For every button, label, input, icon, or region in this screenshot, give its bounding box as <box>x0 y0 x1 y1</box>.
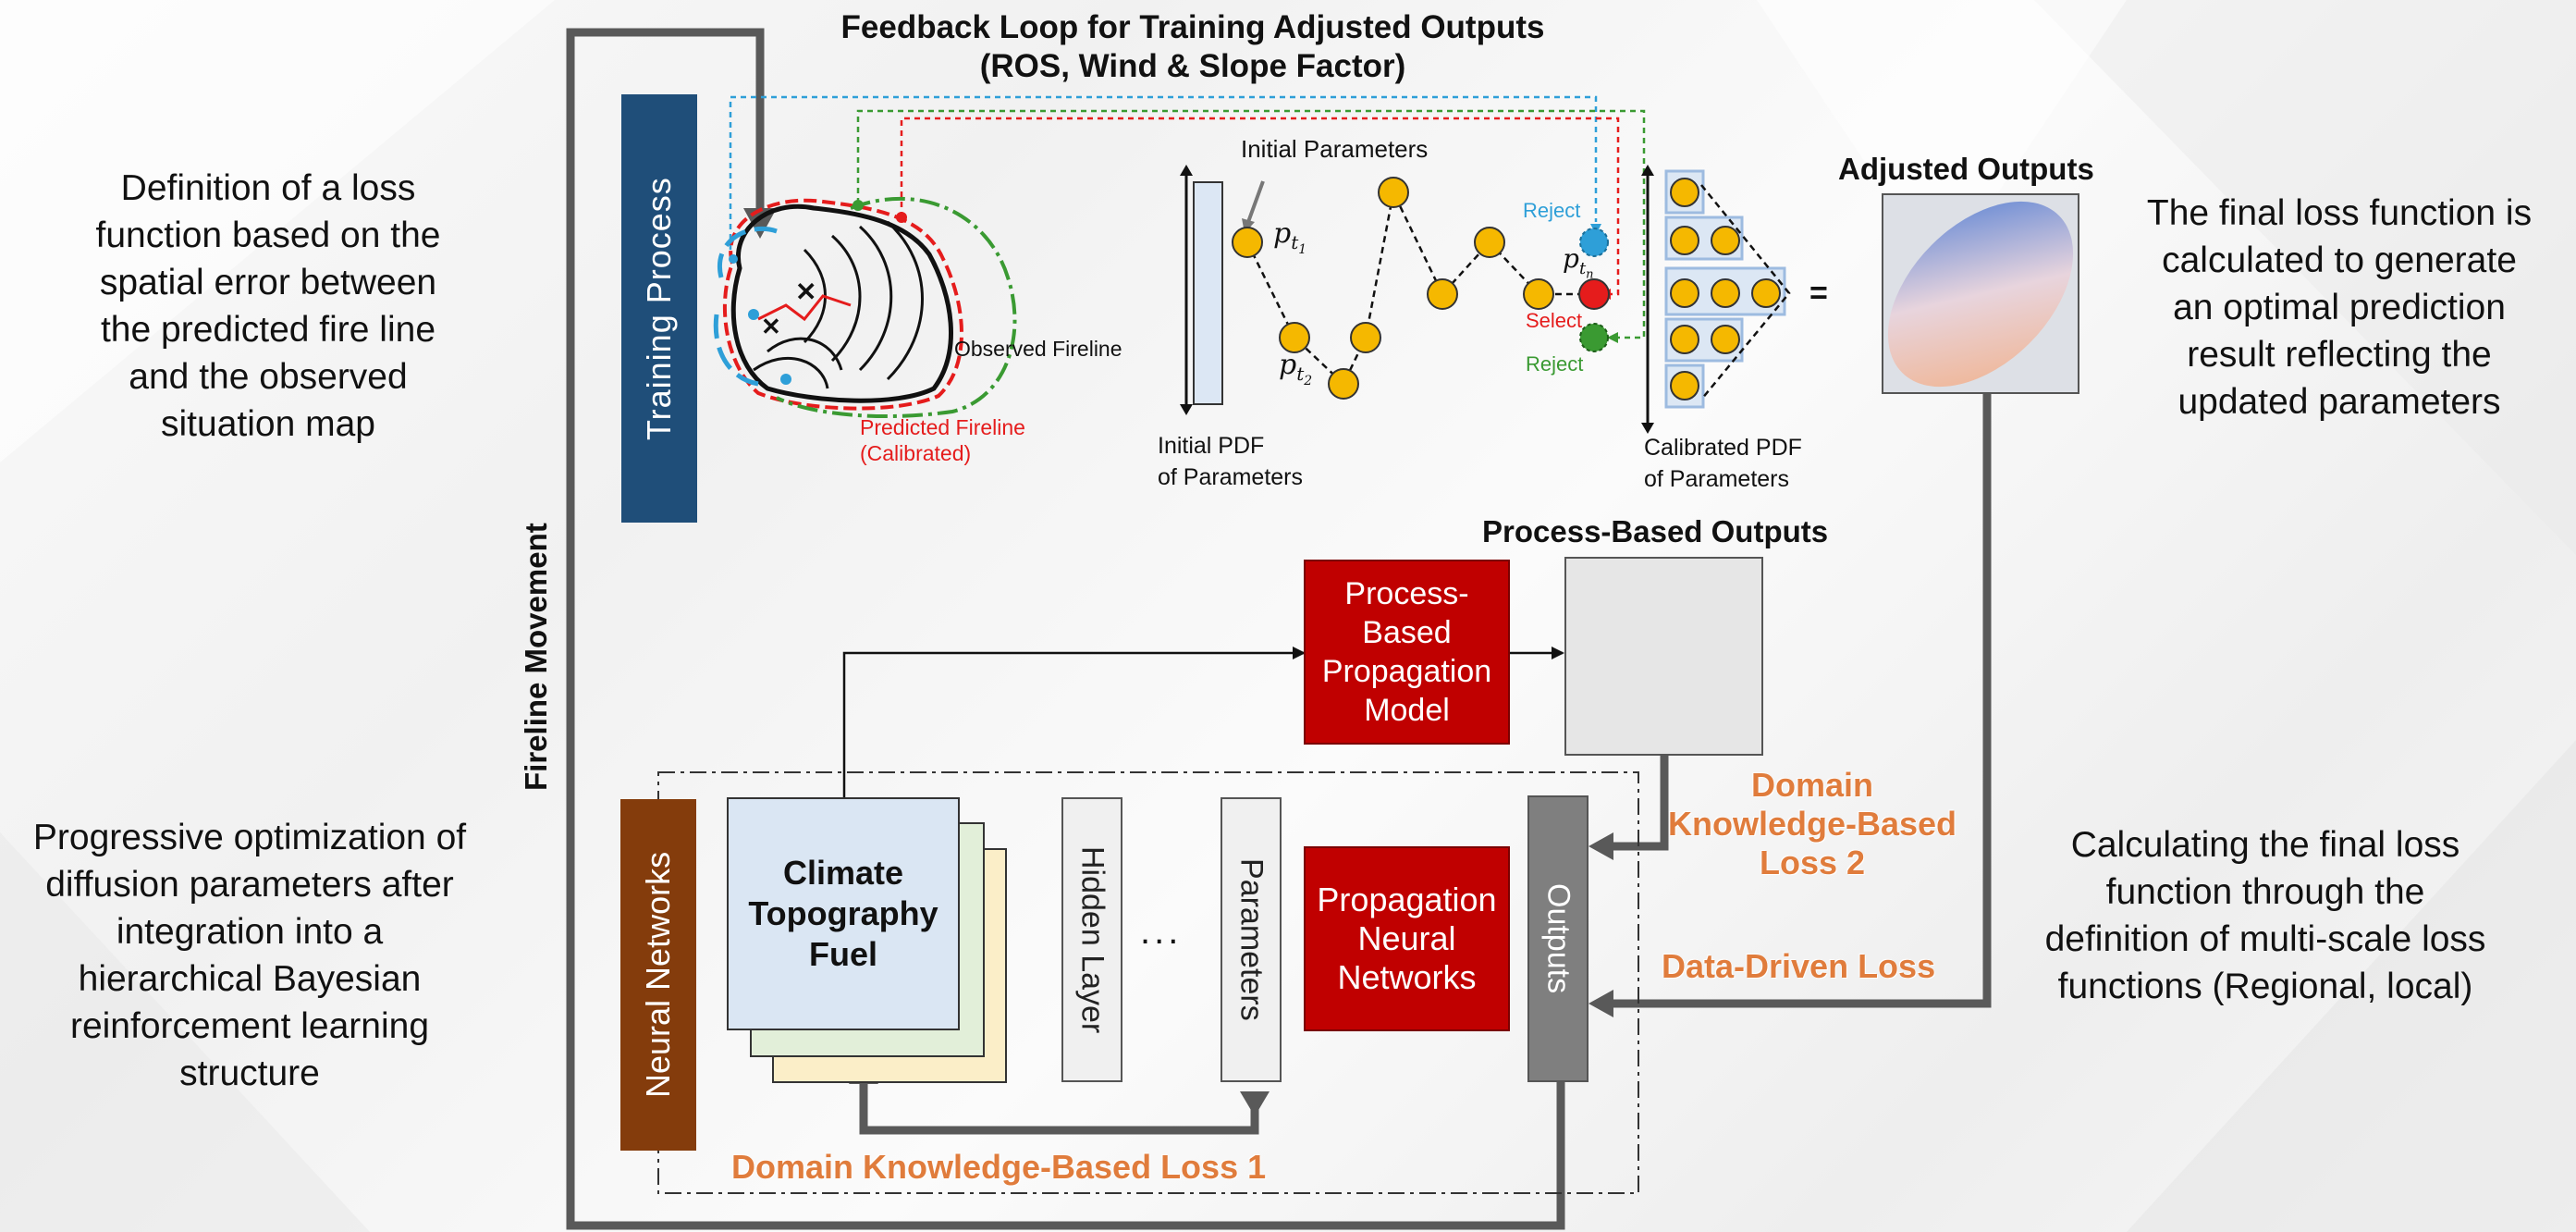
initial-parameters-label: Initial Parameters <box>1241 135 1429 163</box>
domain-knowledge-loss-2-label: Domain Knowledge-Based Loss 2 <box>1667 766 1957 881</box>
right-top-description: The final loss function is calculated to… <box>2146 193 2533 422</box>
adjusted-outputs-title: Adjusted Outputs <box>1838 152 2094 186</box>
parameter-chain-nodes <box>1232 177 1554 400</box>
outputs-box: Outputs <box>1527 795 1589 1082</box>
training-process-box: Training Process <box>621 94 697 523</box>
diagram-title-line1: Feedback Loop for Training Adjusted Outp… <box>840 9 1545 45</box>
data-driven-arrowhead <box>1589 990 1613 1017</box>
svg-text:✕: ✕ <box>761 313 781 340</box>
ellipsis: ... <box>1140 911 1183 952</box>
process-based-propagation-model-box: Process- Based Propagation Model <box>1304 560 1510 745</box>
observed-fireline-label: Observed Fireline <box>954 337 1122 361</box>
ptn-label: ptn <box>1563 243 1594 282</box>
initial-pdf-label-1: Initial PDF <box>1158 433 1265 459</box>
predicted-fireline-label-2: (Calibrated) <box>860 441 972 465</box>
calibrated-pdf-nodes <box>1670 178 1781 400</box>
left-top-description: Definition of a loss function based on t… <box>95 168 441 444</box>
climate-topography-fuel-box: Climate Topography Fuel <box>727 797 960 1030</box>
calibrated-pdf-label-1: Calibrated PDF <box>1644 435 1802 461</box>
predicted-fireline-label-1: Predicted Fireline <box>860 415 1025 439</box>
left-bottom-description: Progressive optimization of diffusion pa… <box>32 818 467 1093</box>
right-bottom-description: Calculating the final loss function thro… <box>2044 825 2486 1006</box>
equals-sign: = <box>1809 276 1828 311</box>
process-based-output-box <box>1564 557 1763 756</box>
parameters-box: Parameters <box>1221 797 1282 1082</box>
domain-loss2-arrowhead <box>1589 832 1613 860</box>
reject-green-node <box>1579 323 1609 352</box>
input-to-process-model-connector <box>842 647 1306 797</box>
initial-pdf-label-2: of Parameters <box>1158 464 1304 490</box>
fireline-movement-label: Fireline Movement <box>519 523 553 791</box>
domain-loss1-right-arrowhead <box>1240 1091 1270 1116</box>
select-label: Select <box>1526 309 1583 332</box>
data-driven-loss-label: Data-Driven Loss <box>1662 947 1936 985</box>
calibrated-pdf-label-2: of Parameters <box>1644 466 1790 492</box>
domain-knowledge-loss-1-label: Domain Knowledge-Based Loss 1 <box>731 1148 1267 1186</box>
fire-map: ✕ ✕ <box>713 196 1017 418</box>
reject-bottom-label: Reject <box>1526 352 1584 376</box>
process-based-outputs-title: Process-Based Outputs <box>1482 514 1829 548</box>
dotted-feedback-lines <box>729 95 1646 339</box>
initial-pdf-bar <box>1193 181 1223 405</box>
pt2-label: pt2 <box>1279 349 1313 388</box>
neural-networks-box: Neural Networks <box>620 799 696 1151</box>
propagation-neural-networks-box: Propagation Neural Networks <box>1304 846 1510 1031</box>
select-red-node <box>1578 278 1610 310</box>
reject-top-label: Reject <box>1523 199 1581 222</box>
hidden-layer-box: Hidden Layer <box>1061 797 1122 1082</box>
diagram-title-line2: (ROS, Wind & Slope Factor) <box>979 48 1406 84</box>
parameter-chain-path <box>1245 189 1594 387</box>
pt1-label: pt1 <box>1273 217 1307 257</box>
reject-blue-node <box>1579 228 1609 257</box>
svg-text:✕: ✕ <box>795 277 816 306</box>
